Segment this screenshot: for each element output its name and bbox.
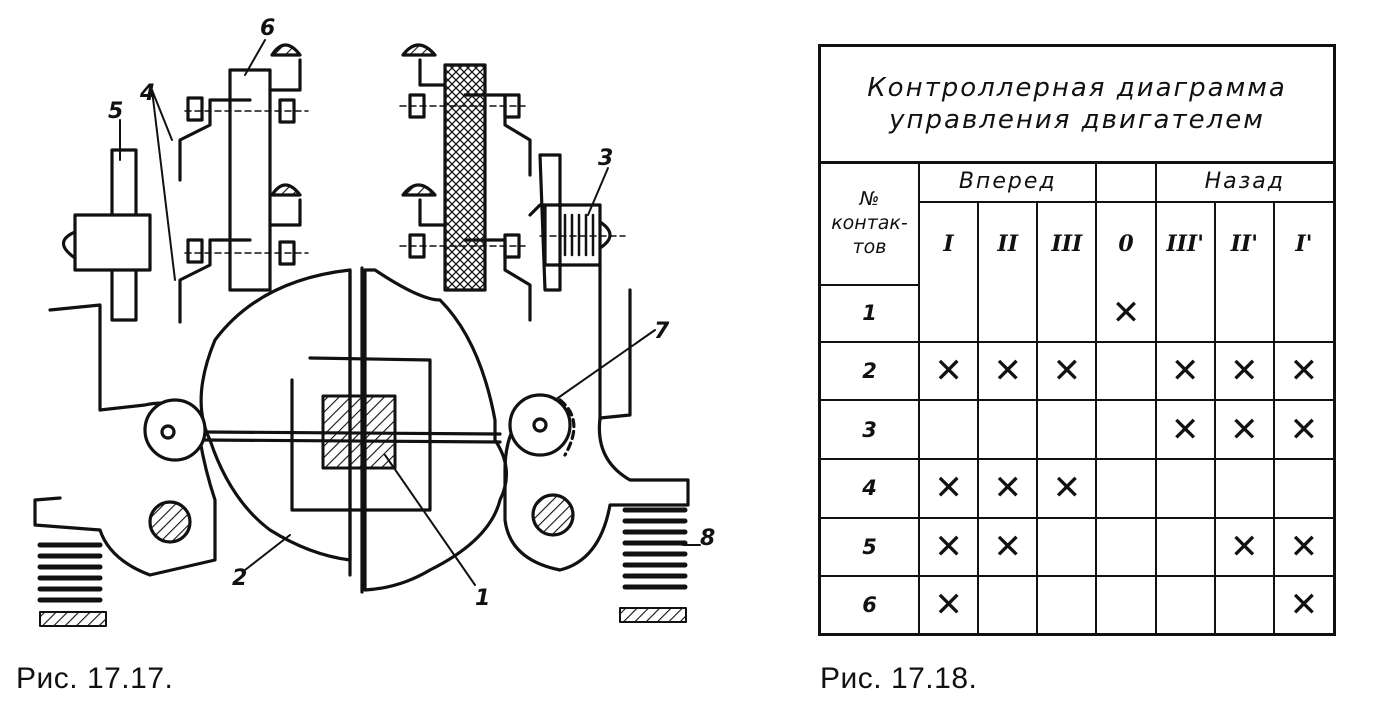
- part-label-4: 4: [139, 81, 155, 106]
- contact-state-cell: [1036, 399, 1098, 460]
- contact-state-cell: [977, 399, 1039, 460]
- table-row: 2✕✕✕✕✕✕: [821, 340, 1333, 402]
- contact-state-cell: [977, 285, 1039, 343]
- contact-number-header: № контак- тов: [821, 161, 920, 286]
- part-label-2: 2: [232, 566, 247, 591]
- contact-state-cell: ✕: [1272, 575, 1333, 633]
- contact-rows: 1✕2✕✕✕✕✕✕3✕✕✕4✕✕✕5✕✕✕✕6✕✕: [821, 285, 1333, 633]
- right-spring: [622, 507, 688, 590]
- contact-state-cell: [917, 399, 980, 460]
- controller-mechanism-drawing: 1 2 3 4 5 6 7 8: [33, 16, 715, 627]
- contact-state-cell: ✕: [1272, 340, 1333, 402]
- figure-caption-17-17: Рис. 17.17.: [16, 662, 174, 695]
- right-pivot: [531, 493, 575, 537]
- contact-state-cell: [977, 575, 1039, 633]
- position-header: III': [1154, 201, 1216, 285]
- contact-state-cell: [1272, 457, 1333, 519]
- table-title-line-1: Контроллерная диаграмма: [867, 73, 1287, 103]
- contact-state-cell: ✕: [1272, 516, 1333, 578]
- contact-state-cell: ✕: [1272, 399, 1333, 460]
- part-label-6: 6: [260, 16, 275, 41]
- contact-state-cell: [1095, 399, 1157, 460]
- contact-state-cell: ✕: [977, 457, 1039, 519]
- figure-caption-17-18: Рис. 17.18.: [820, 662, 978, 695]
- position-header: II: [977, 201, 1039, 285]
- left-roller-housing: [73, 213, 152, 272]
- contact-state-cell: [1095, 575, 1157, 633]
- contact-state-cell: ✕: [1036, 340, 1098, 402]
- contact-state-cell: [1095, 457, 1157, 519]
- contact-state-cell: ✕: [917, 516, 980, 578]
- table-row: 5✕✕✕✕: [821, 516, 1333, 578]
- contact-number: 3: [821, 399, 920, 460]
- contact-state-cell: ✕: [1213, 516, 1275, 578]
- right-lever: [503, 288, 690, 572]
- left-contact-bar: [228, 68, 272, 292]
- right-roller: [508, 393, 572, 457]
- table-row: 3✕✕✕: [821, 399, 1333, 460]
- contact-state-cell: [1154, 285, 1216, 343]
- contact-state-cell: [1154, 457, 1216, 519]
- contact-state-cell: [1036, 575, 1098, 633]
- table-row: 1✕: [821, 285, 1333, 343]
- right-contact-bar: [443, 63, 487, 292]
- part-label-5: 5: [108, 99, 123, 124]
- position-header: 0: [1095, 202, 1157, 285]
- controller-diagram-table: Контроллерная диаграмма управления двига…: [818, 44, 1336, 636]
- square-shaft: [321, 394, 397, 470]
- part-label-8: 8: [700, 526, 715, 551]
- contact-state-cell: ✕: [1213, 399, 1275, 460]
- contact-state-cell: [1036, 516, 1098, 578]
- contact-state-cell: ✕: [917, 575, 980, 633]
- part-label-1: 1: [475, 586, 490, 611]
- contact-state-cell: ✕: [1154, 340, 1216, 402]
- contact-spring-3: [563, 213, 595, 257]
- header-number-sign: №: [859, 187, 880, 210]
- group-forward-header: Вперед: [917, 161, 1098, 203]
- group-backward-header: Назад: [1154, 161, 1333, 203]
- contact-state-cell: ✕: [977, 516, 1039, 578]
- right-cam: [363, 268, 509, 592]
- table-row: 4✕✕✕: [821, 457, 1333, 519]
- contact-state-cell: [1213, 457, 1275, 519]
- header-contacts-part2: тов: [852, 235, 887, 258]
- contact-number: 2: [821, 340, 920, 402]
- part-label-7: 7: [654, 319, 670, 344]
- position-header: I: [919, 201, 980, 285]
- contact-state-cell: [1154, 516, 1216, 578]
- left-pivot: [148, 500, 192, 544]
- contact-state-cell: ✕: [1213, 340, 1275, 402]
- position-header: I': [1272, 201, 1333, 285]
- contact-state-cell: [1095, 340, 1157, 402]
- contact-number: 1: [821, 285, 920, 343]
- header-contacts-part1: контак-: [831, 211, 908, 234]
- table-title: Контроллерная диаграмма управления двига…: [821, 47, 1333, 164]
- contact-state-cell: [1272, 285, 1333, 343]
- contact-state-cell: [1213, 575, 1275, 633]
- part-label-3: 3: [598, 146, 613, 171]
- contact-number: 5: [821, 516, 920, 578]
- position-header: II': [1213, 201, 1275, 285]
- contact-state-cell: [1095, 516, 1157, 578]
- contact-state-cell: ✕: [1095, 285, 1157, 343]
- contact-state-cell: [917, 285, 980, 343]
- position-header: III: [1036, 201, 1098, 285]
- contact-state-cell: ✕: [1036, 457, 1098, 519]
- contact-state-cell: ✕: [917, 340, 980, 402]
- contact-number: 4: [821, 457, 920, 519]
- contact-state-cell: [1213, 285, 1275, 343]
- contact-state-cell: ✕: [917, 457, 980, 519]
- contact-state-cell: [1036, 285, 1098, 343]
- table-row: 6✕✕: [821, 575, 1333, 633]
- contact-state-cell: ✕: [977, 340, 1039, 402]
- left-spring: [37, 542, 103, 603]
- contact-number: 6: [821, 575, 920, 633]
- contact-state-cell: [1154, 575, 1216, 633]
- contact-state-cell: ✕: [1154, 399, 1216, 460]
- table-title-line-2: управления двигателем: [889, 105, 1265, 135]
- group-neutral-header: [1095, 161, 1157, 203]
